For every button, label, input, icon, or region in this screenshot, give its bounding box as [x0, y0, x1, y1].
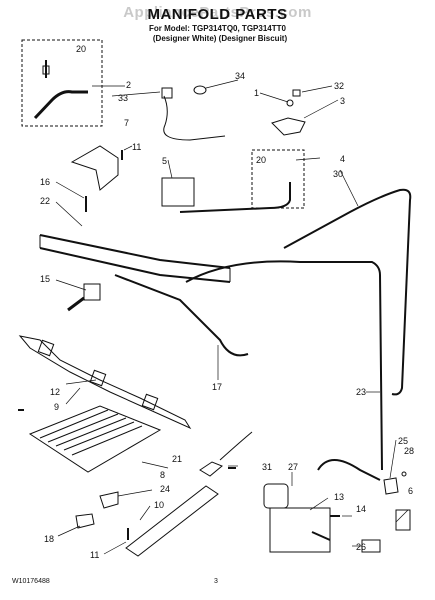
callout-21: 21: [172, 454, 182, 464]
part-wire-33: [163, 95, 226, 141]
part-pan-8: [28, 405, 162, 473]
part-connector-33: [161, 87, 173, 99]
callout-20: 20: [76, 44, 86, 54]
callout-32: 32: [334, 81, 344, 91]
part-tube-23: [185, 260, 383, 471]
part-tube-17: [114, 274, 249, 357]
callout-18: 18: [44, 534, 54, 544]
callout-23: 23: [356, 387, 366, 397]
callout-9: 9: [54, 402, 59, 412]
part-1: [286, 99, 294, 107]
part-tube-2: [33, 90, 88, 120]
callout-13: 13: [334, 492, 344, 502]
callout-10: 10: [154, 500, 164, 510]
document-number: W10176488: [12, 578, 50, 585]
callout-28: 28: [404, 446, 414, 456]
watermark: AppliancePartsPros.com: [123, 4, 312, 21]
part-block-5: [161, 177, 195, 207]
callout-20: 20: [256, 155, 266, 165]
part-burner-12: [18, 335, 192, 430]
part-34: [193, 85, 207, 95]
callout-17: 17: [212, 382, 222, 392]
callout-12: 12: [50, 387, 60, 397]
part-tube-30: [283, 188, 412, 396]
part-32: [292, 89, 301, 97]
part-6: [395, 509, 411, 531]
part-bracket-7: [70, 145, 119, 191]
callout-6: 6: [408, 486, 413, 496]
callout-5: 5: [162, 156, 167, 166]
model-line: For Model: TGP314TQ0, TGP314TT0: [149, 24, 286, 33]
part-bracket-3: [271, 117, 306, 136]
callout-26: 26: [356, 542, 366, 552]
inset-box-20: [21, 39, 103, 127]
callout-3: 3: [340, 96, 345, 106]
part-nut-20: [42, 65, 50, 75]
callout-4: 4: [340, 154, 345, 164]
callout-34: 34: [235, 71, 245, 81]
part-tube-10: [125, 485, 219, 557]
callout-22: 22: [40, 196, 50, 206]
part-igniter-21: [199, 461, 223, 477]
callout-2: 2: [126, 80, 131, 90]
finish-line: (Designer White) (Designer Biscuit): [152, 34, 288, 43]
callout-30: 30: [333, 169, 343, 179]
callout-16: 16: [40, 177, 50, 187]
part-bracket-24: [99, 491, 119, 509]
callout-27: 27: [288, 462, 298, 472]
part-25: [383, 477, 399, 495]
callout-15: 15: [40, 274, 50, 284]
callout-1: 1: [254, 88, 259, 98]
callout-14: 14: [356, 504, 366, 514]
callout-11: 11: [90, 550, 99, 560]
page-title: MANIFOLD PARTS: [147, 6, 288, 23]
part-valve-15: [83, 283, 101, 301]
callout-24: 24: [160, 484, 170, 494]
callout-31: 31: [262, 462, 272, 472]
page-number: 3: [214, 578, 218, 585]
callout-8: 8: [160, 470, 165, 480]
callout-33: 33: [118, 93, 128, 103]
callout-25: 25: [398, 436, 408, 446]
callout-7: 7: [124, 118, 129, 128]
part-clip-18: [75, 513, 95, 529]
part-tube-4: [179, 182, 291, 213]
part-28: [401, 471, 407, 477]
part-valve-27: [263, 483, 289, 509]
part-housing-13: [269, 507, 331, 553]
part-manifold-22: [39, 234, 231, 269]
callout-11: 11: [132, 142, 141, 152]
